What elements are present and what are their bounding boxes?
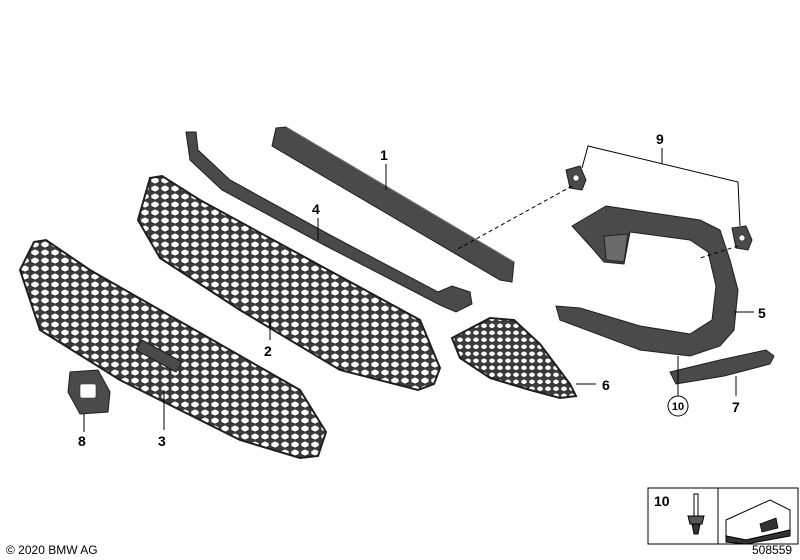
assembly-line-clip-left [455, 185, 573, 251]
legend-part-number: 10 [654, 493, 670, 509]
corner-grille-part-6 [450, 316, 578, 400]
diagram-number: 508559 [752, 543, 792, 557]
callout-1: 1 [380, 147, 388, 163]
legend-box: 10 [647, 487, 799, 545]
callout-10-circle [667, 395, 689, 417]
clip-right-part-9 [731, 225, 753, 251]
callout-7: 7 [732, 399, 740, 415]
trim-strip-part-1 [271, 126, 515, 283]
bracket-part-8 [67, 369, 111, 415]
panel-edge-icon [725, 499, 791, 545]
small-strip-part-7 [669, 349, 775, 385]
bracket-rail-part-4 [185, 131, 473, 313]
callout-9: 9 [656, 131, 664, 147]
callout-4: 4 [312, 201, 320, 217]
rivet-icon [687, 493, 705, 535]
callout-10: 10 [672, 401, 684, 413]
leader-9 [581, 145, 741, 227]
grille-mesh-part-2 [136, 174, 442, 392]
callout-2: 2 [264, 343, 272, 359]
callout-5: 5 [758, 305, 766, 321]
copyright-text: © 2020 BMW AG [6, 543, 98, 557]
grille-main-part-3 [18, 238, 328, 460]
callout-8: 8 [78, 433, 86, 449]
side-trim-part-5 [555, 205, 739, 357]
clip-left-part-9 [565, 165, 587, 191]
callout-6: 6 [602, 377, 610, 393]
callout-3: 3 [158, 433, 166, 449]
